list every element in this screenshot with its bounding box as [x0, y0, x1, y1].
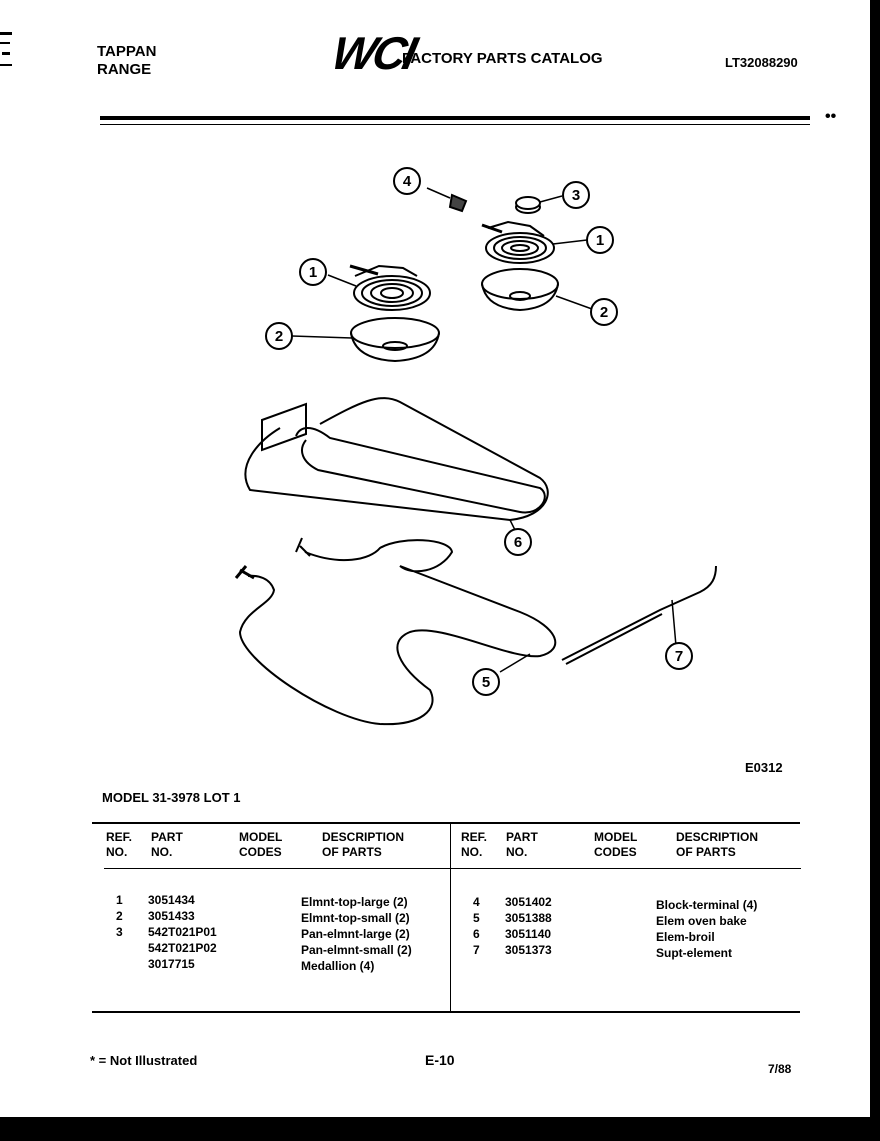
- table-top-rule: [92, 822, 800, 824]
- callout-5: 5: [472, 668, 500, 696]
- table-row: Medallion (4): [301, 959, 375, 973]
- margin-dots: ••: [825, 108, 837, 125]
- callout-1-right: 1: [586, 226, 614, 254]
- svg-text:6: 6: [514, 534, 522, 551]
- brand-line2: RANGE: [97, 61, 152, 78]
- bake-element: [234, 537, 557, 726]
- svg-text:5: 5: [482, 674, 490, 691]
- svg-text:4: 4: [403, 173, 412, 190]
- svg-text:1: 1: [596, 232, 604, 249]
- figure-code: E0312: [745, 760, 783, 775]
- right-part-column: 3051402 3051388 3051140 3051373: [505, 894, 552, 958]
- callout-6: 6: [504, 528, 532, 556]
- table-row: 3051388: [505, 911, 552, 925]
- table-row: Elem-broil: [656, 930, 715, 944]
- table-column-divider: [450, 824, 451, 1011]
- table-row: 542T021P01: [148, 925, 217, 939]
- large-top-element: [327, 264, 431, 311]
- catalog-number: LT32088290: [725, 55, 798, 70]
- callout-4: 4: [393, 167, 421, 195]
- medallion-part: [515, 195, 563, 214]
- table-row: 4: [473, 895, 480, 909]
- table-row: Pan-elmnt-small (2): [301, 943, 412, 957]
- svg-text:2: 2: [275, 328, 283, 345]
- table-row: 3051434: [148, 893, 195, 907]
- svg-text:7: 7: [675, 648, 683, 665]
- table-row: Elem oven bake: [656, 914, 747, 928]
- table-row: Block-terminal (4): [656, 898, 758, 912]
- brand-block: TAPPAN RANGE: [97, 43, 156, 79]
- header-ref-no-left: REF.NO.: [106, 830, 133, 859]
- table-row: 3051140: [505, 927, 552, 941]
- small-drip-pan: [481, 268, 593, 312]
- left-ref-column: 1 2 3: [116, 892, 123, 940]
- scan-left-marks: [0, 32, 12, 66]
- header-rule-thick: [100, 116, 810, 120]
- callout-7: 7: [665, 642, 693, 670]
- table-row: Pan-elmnt-large (2): [301, 927, 410, 941]
- page-number: E-10: [425, 1052, 455, 1068]
- svg-text:2: 2: [600, 304, 608, 321]
- callout-2-left: 2: [265, 322, 293, 350]
- left-part-column: 3051434 3051433 542T021P01 542T021P02 30…: [148, 892, 217, 972]
- table-row: Elmnt-top-small (2): [301, 911, 410, 925]
- model-line: MODEL 31-3978 LOT 1: [102, 790, 241, 805]
- catalog-date: 7/88: [768, 1062, 792, 1076]
- right-ref-column: 4 5 6 7: [473, 894, 480, 958]
- header-ref-no-right: REF.NO.: [461, 830, 488, 859]
- table-row: Elmnt-top-large (2): [301, 895, 408, 909]
- small-top-element: [481, 220, 588, 264]
- large-drip-pan: [291, 317, 440, 363]
- table-row: 5: [473, 911, 480, 925]
- left-desc-column: Elmnt-top-large (2) Elmnt-top-small (2) …: [301, 894, 412, 974]
- table-row: 3051402: [505, 895, 552, 909]
- svg-text:3: 3: [572, 187, 580, 204]
- scan-bottom-edge: [0, 1117, 880, 1141]
- table-row: 3017715: [148, 957, 195, 971]
- scan-right-edge: [870, 0, 880, 1117]
- block-terminal-part: [426, 187, 468, 213]
- support-element: [561, 565, 717, 665]
- table-header-rule: [104, 868, 801, 869]
- not-illustrated-note: * = Not Illustrated: [90, 1053, 198, 1068]
- table-row: 2: [116, 909, 123, 923]
- callout-3: 3: [562, 181, 590, 209]
- callout-1-left: 1: [299, 258, 327, 286]
- table-row: 7: [473, 943, 480, 957]
- svg-text:1: 1: [309, 264, 317, 281]
- table-row: 3051433: [148, 909, 195, 923]
- table-row: 1: [116, 893, 123, 907]
- broil-element: [244, 397, 549, 537]
- right-desc-column: Block-terminal (4) Elem oven bake Elem-b…: [656, 897, 757, 961]
- table-row: 542T021P02: [148, 941, 217, 955]
- catalog-title: FACTORY PARTS CATALOG: [402, 50, 603, 67]
- table-row: 3051373: [505, 943, 552, 957]
- table-row: 3: [116, 925, 123, 939]
- callout-2-right: 2: [590, 298, 618, 326]
- header-rule-thin: [100, 124, 810, 125]
- table-row: Supt-element: [656, 946, 733, 960]
- table-bottom-rule: [92, 1011, 800, 1013]
- table-row: 6: [473, 927, 480, 941]
- brand-line1: TAPPAN: [97, 43, 157, 60]
